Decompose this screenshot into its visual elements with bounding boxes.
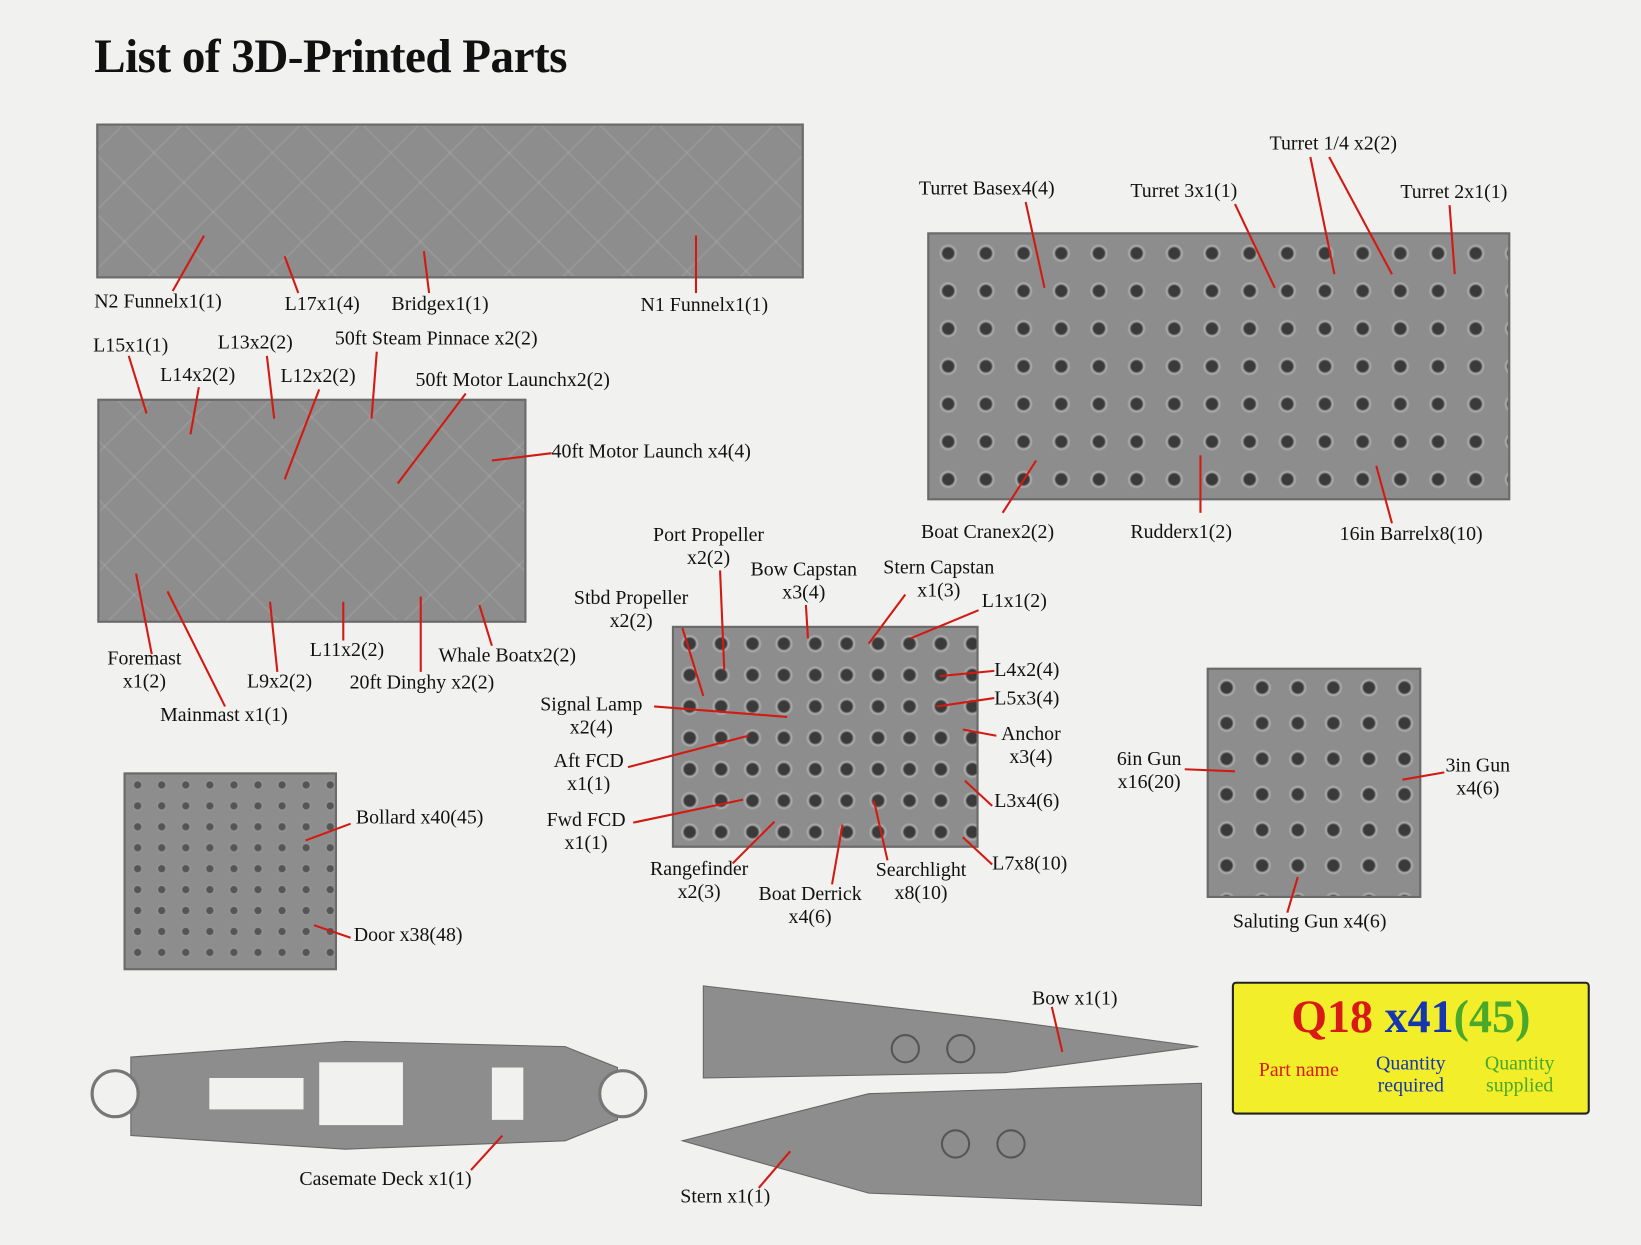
label-turret-1-4: Turret 1/4 x2(2) bbox=[1269, 132, 1397, 155]
label-mainmast: Mainmast x1(1) bbox=[160, 704, 288, 727]
guns-panel bbox=[1206, 667, 1422, 898]
label-50ft-motor-launch: 50ft Motor Launchx2(2) bbox=[415, 369, 610, 392]
label-turret-3: Turret 3x1(1) bbox=[1130, 180, 1238, 202]
label-line: Quantity bbox=[1376, 1052, 1446, 1075]
label-line: x3(4) bbox=[782, 581, 826, 604]
label-whale-boat: Whale Boatx2(2) bbox=[438, 644, 577, 667]
label-boat-crane: Boat Cranex2(2) bbox=[921, 521, 1055, 544]
label-line: Signal Lamp bbox=[540, 693, 643, 716]
label-turret-2: Turret 2x1(1) bbox=[1400, 181, 1508, 204]
label-line: x16(20) bbox=[1117, 771, 1181, 794]
label-saluting-gun: Saluting Gun x4(6) bbox=[1232, 910, 1387, 933]
label-n1-funnel: N1 Funnelx1(1) bbox=[640, 294, 769, 317]
label-line: x1(1) bbox=[564, 832, 608, 855]
label-bow: Bow x1(1) bbox=[1031, 987, 1118, 1010]
label-line: Aft FCD bbox=[553, 750, 624, 773]
legend-supplied: (45) bbox=[1453, 991, 1531, 1043]
label-line: x2(4) bbox=[569, 716, 613, 739]
label-l4: L4x2(4) bbox=[994, 659, 1060, 682]
label-line: Searchlight bbox=[875, 859, 967, 882]
label-line: 3in Gun bbox=[1445, 754, 1511, 777]
label-turret-base: Turret Basex4(4) bbox=[918, 177, 1055, 200]
label-line: Foremast bbox=[107, 647, 182, 670]
label-casemate-deck: Casemate Deck x1(1) bbox=[299, 1168, 472, 1190]
label-line: Stbd Propeller bbox=[573, 587, 689, 610]
label-line: x1(1) bbox=[567, 773, 611, 796]
label-40ft-motor-launch: 40ft Motor Launch x4(4) bbox=[551, 440, 751, 463]
legend-part-label: Part name bbox=[1258, 1059, 1339, 1082]
label-line: 6in Gun bbox=[1116, 748, 1182, 771]
label-l5: L5x3(4) bbox=[994, 687, 1060, 710]
label-l1: L1x1(2) bbox=[981, 590, 1047, 613]
legend-example: Q18 x41(45) bbox=[1234, 990, 1588, 1043]
label-line: x2(2) bbox=[687, 547, 731, 570]
label-line: Boat Derrick bbox=[758, 883, 862, 906]
label-20ft-dinghy: 20ft Dinghy x2(2) bbox=[349, 671, 495, 694]
label-l12: L12x2(2) bbox=[280, 365, 356, 388]
label-l13: L13x2(2) bbox=[217, 331, 293, 354]
label-line: x2(3) bbox=[677, 881, 721, 904]
label-bridge: Bridgex1(1) bbox=[391, 293, 489, 316]
label-line: x3(4) bbox=[1009, 746, 1053, 769]
label-door: Door x38(48) bbox=[353, 924, 463, 947]
label-line: Fwd FCD bbox=[546, 809, 626, 832]
label-line: Anchor bbox=[1001, 723, 1061, 746]
label-line: Bow Capstan bbox=[750, 558, 858, 581]
label-line: Rangefinder bbox=[649, 858, 749, 881]
label-line: Quantity bbox=[1484, 1052, 1555, 1075]
legend-part-code: Q18 bbox=[1291, 991, 1374, 1043]
label-l9: L9x2(2) bbox=[246, 670, 313, 693]
label-line: required bbox=[1377, 1074, 1444, 1097]
label-l15: L15x1(1) bbox=[93, 334, 169, 357]
label-l11: L11x2(2) bbox=[309, 639, 385, 662]
turret-panel bbox=[927, 232, 1511, 501]
funnel-bridge-panel bbox=[96, 123, 804, 279]
label-l14: L14x2(2) bbox=[160, 364, 236, 387]
label-stern: Stern x1(1) bbox=[680, 1185, 771, 1208]
bow-hull-shape bbox=[702, 985, 1199, 1079]
legend-qty: x41 bbox=[1384, 991, 1454, 1043]
label-line: x4(6) bbox=[1456, 777, 1500, 800]
boats-panel bbox=[97, 398, 527, 623]
label-l3: L3x4(6) bbox=[994, 790, 1060, 813]
page-title: List of 3D-Printed Parts bbox=[94, 30, 567, 83]
label-steam-pinnace: 50ft Steam Pinnace x2(2) bbox=[334, 327, 538, 350]
label-line: x1(2) bbox=[122, 670, 166, 693]
label-rudder: Rudderx1(2) bbox=[1130, 521, 1232, 544]
small-parts-panel bbox=[671, 625, 979, 848]
label-line: Port Propeller bbox=[653, 524, 765, 547]
label-line: supplied bbox=[1485, 1074, 1554, 1097]
bollard-door-panel bbox=[123, 772, 338, 971]
label-n2-funnel: N2 Funnelx1(1) bbox=[94, 290, 222, 313]
label-l17: L17x1(4) bbox=[284, 293, 360, 316]
casemate-deck-shape bbox=[90, 1040, 648, 1150]
label-line: x2(2) bbox=[609, 610, 653, 633]
label-line: x4(6) bbox=[788, 906, 832, 929]
label-bollard: Bollard x40(45) bbox=[355, 806, 484, 829]
label-line: x8(10) bbox=[894, 882, 948, 905]
label-line: Stern Capstan bbox=[883, 556, 995, 579]
label-16in-barrel: 16in Barrelx8(10) bbox=[1339, 523, 1483, 546]
label-l7: L7x8(10) bbox=[992, 852, 1068, 875]
label-line: x1(3) bbox=[917, 579, 961, 602]
